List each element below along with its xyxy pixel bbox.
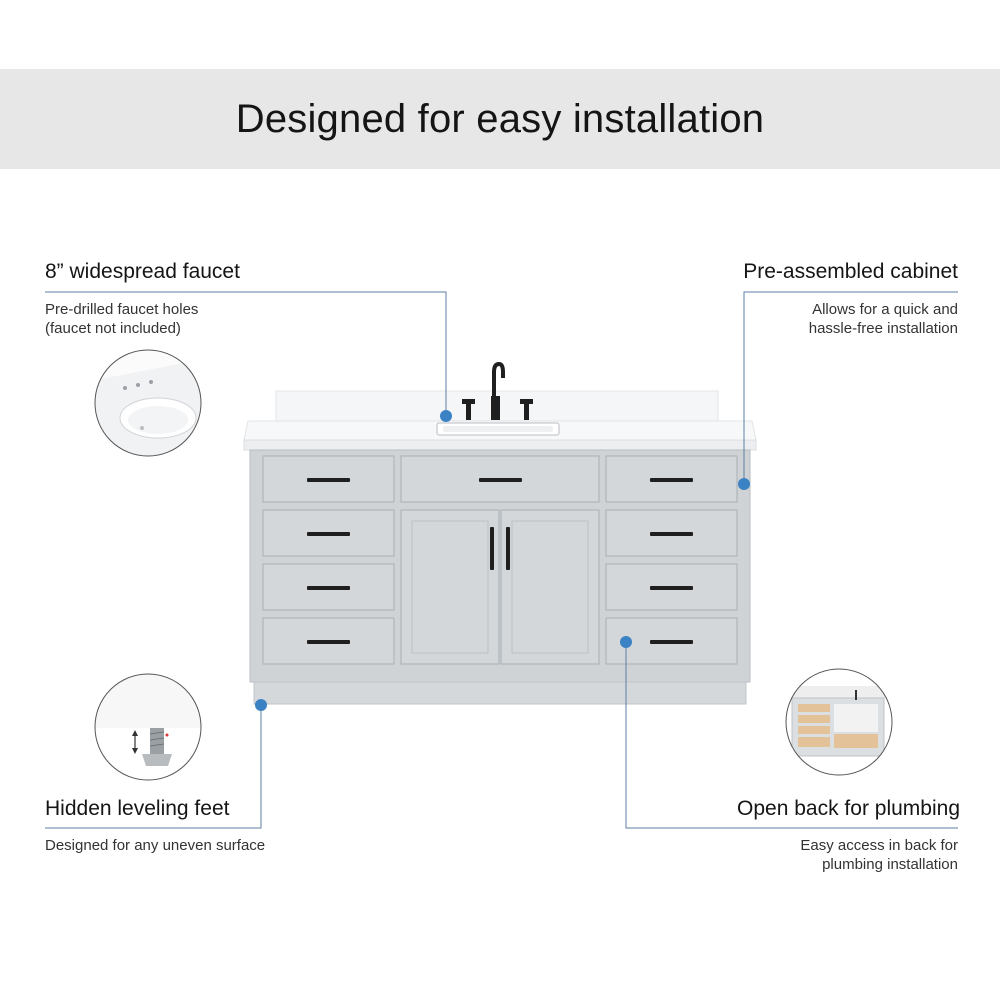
faucet-callout-dot <box>440 410 452 422</box>
faucet <box>462 361 533 420</box>
plumbing-feature-title: Open back for plumbing <box>737 797 960 820</box>
open-back-detail-image <box>785 668 893 776</box>
feet-feature-desc-1: Designed for any uneven surface <box>45 837 266 854</box>
callout-dots <box>255 410 750 711</box>
plumbing-feature-desc-1: Easy access in back for <box>800 837 958 854</box>
callout-lines <box>45 291 958 829</box>
sink-detail-image <box>94 349 202 457</box>
faucet-feature-desc-1: Pre-drilled faucet holes <box>45 301 199 318</box>
cabinet-handles <box>307 478 693 644</box>
leveling-foot-detail-image <box>94 673 202 781</box>
cabinet-callout-dot <box>738 478 750 490</box>
cabinet-feature-title: Pre-assembled cabinet <box>743 260 958 283</box>
plumbing-callout-dot <box>620 636 632 648</box>
right-drawers <box>605 455 738 665</box>
cabinet-doors <box>400 509 600 665</box>
page-title: Designed for easy installation <box>235 96 765 141</box>
sink-basin <box>436 422 560 436</box>
faucet-feature-desc-2: (faucet not included) <box>45 320 181 337</box>
feet-feature-title: Hidden leveling feet <box>45 797 230 820</box>
faucet-feature-title: 8” widespread faucet <box>45 260 240 283</box>
feet-callout-dot <box>255 699 267 711</box>
cabinet-feature-desc-1: Allows for a quick and <box>812 301 958 318</box>
cabinet-feature-desc-2: hassle-free installation <box>808 320 958 337</box>
heading-banner: Designed for easy installation <box>0 69 1000 169</box>
plumbing-feature-desc-2: plumbing installation <box>822 856 958 873</box>
